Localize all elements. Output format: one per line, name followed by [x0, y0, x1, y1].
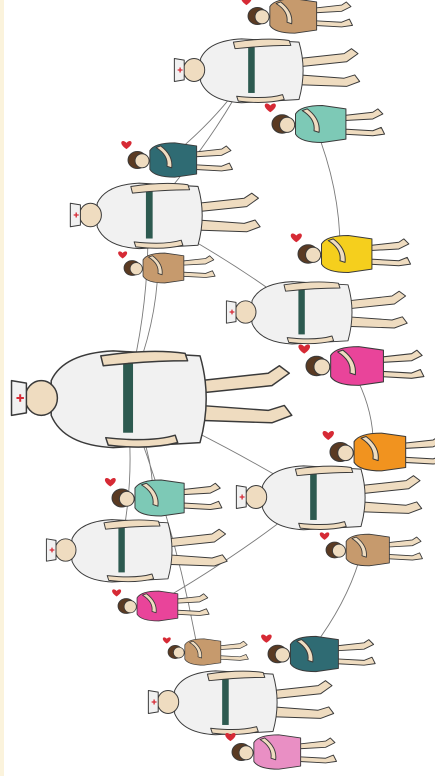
- nurse-figure: [174, 39, 359, 103]
- nurse-belt: [146, 191, 153, 238]
- nurse-figure: [70, 183, 260, 249]
- woman-figure: [298, 344, 424, 385]
- heart-icon: [112, 589, 121, 596]
- woman-figure: [163, 637, 249, 665]
- woman-figure: [265, 103, 385, 142]
- nurse-belt: [310, 474, 317, 520]
- nurse-figure: [12, 351, 292, 448]
- heart-icon: [265, 103, 276, 112]
- woman-figure: [291, 233, 411, 272]
- heart-icon: [163, 637, 171, 643]
- woman-figure: [320, 532, 423, 565]
- woman-figure: [112, 589, 209, 621]
- nurse-belt: [123, 363, 133, 432]
- heart-icon: [105, 478, 116, 487]
- woman-figure: [241, 0, 352, 33]
- woman-figure: [323, 431, 435, 471]
- heart-icon: [241, 0, 251, 5]
- heart-icon: [261, 634, 272, 642]
- heart-icon: [118, 251, 127, 258]
- heart-icon: [291, 233, 302, 242]
- nurse-figure: [148, 671, 333, 735]
- nurse-belt: [222, 679, 229, 725]
- figure-group: [12, 0, 435, 769]
- connector-line: [314, 124, 340, 254]
- woman-figure: [261, 634, 375, 671]
- nurse-belt: [118, 528, 124, 573]
- nurse-belt: [298, 290, 304, 335]
- nurse-figure: [236, 466, 421, 530]
- woman-figure: [121, 141, 232, 177]
- heart-icon: [320, 532, 330, 540]
- woman-figure: [118, 251, 215, 283]
- nurse-figure: [226, 282, 407, 344]
- woman-figure: [225, 733, 336, 769]
- nurse-belt: [248, 47, 255, 93]
- heart-icon: [298, 344, 310, 353]
- nurse-figure: [46, 520, 227, 582]
- heart-icon: [121, 141, 131, 149]
- heart-icon: [323, 431, 334, 440]
- woman-figure: [105, 478, 222, 516]
